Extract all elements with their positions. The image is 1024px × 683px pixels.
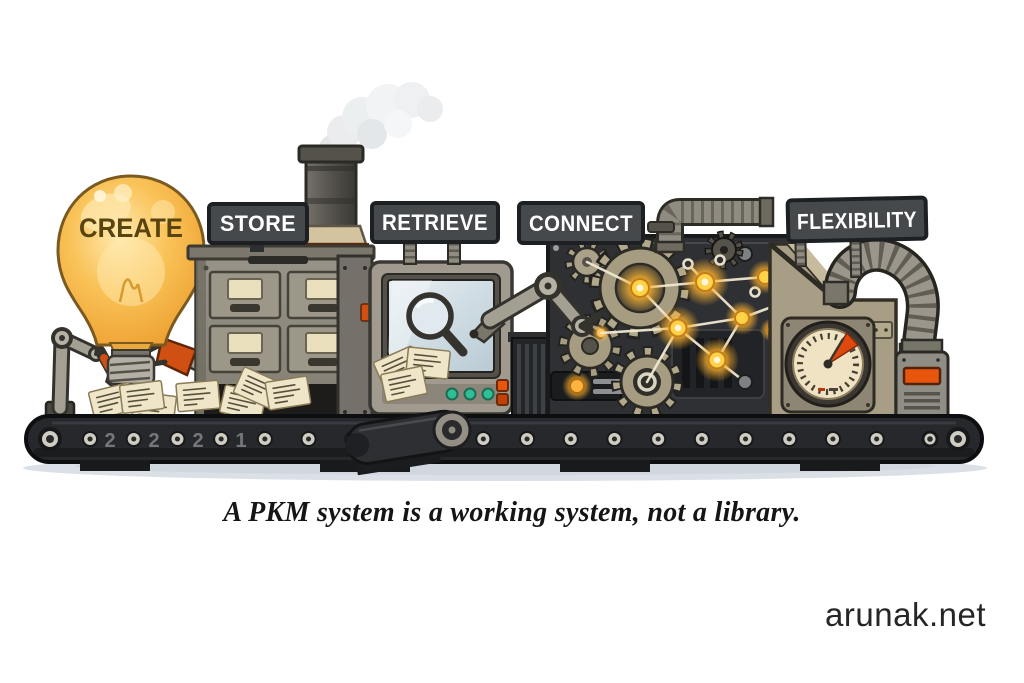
magnifier-icon — [406, 292, 468, 357]
store-label: STORE — [220, 211, 296, 236]
retrieve-label: RETRIEVE — [382, 210, 488, 235]
connect-label: CONNECT — [529, 211, 633, 236]
indicator-light — [463, 387, 477, 401]
watermark: arunak.net — [825, 596, 986, 633]
flexibility-sign: FLEXIBILITY — [785, 195, 929, 279]
caption: A PKM system is a working system, not a … — [223, 497, 801, 528]
belt-digit: 2 — [104, 430, 115, 452]
indicator-light-orange — [902, 366, 942, 386]
indicator-light — [481, 387, 495, 401]
create-label: CREATE — [79, 213, 183, 243]
smoke-icon — [319, 82, 443, 161]
indicator-light-orange — [496, 393, 509, 406]
flexibility-housing — [768, 242, 898, 430]
machine-column — [336, 254, 374, 428]
belt-digit: 2 — [148, 430, 159, 452]
drawer — [208, 270, 282, 320]
belt-digit: 1 — [235, 430, 246, 452]
retrieve-sign: RETRIEVE — [370, 201, 500, 265]
connect-sign: CONNECT — [517, 201, 645, 245]
conveyor-belt-icon: 2 2 2 1 — [24, 414, 984, 472]
indicator-light-orange — [496, 379, 509, 392]
indicator-light — [445, 387, 459, 401]
gauge-icon — [780, 316, 876, 414]
lightbulb-icon: CREATE — [56, 174, 206, 403]
pipe-icon — [647, 196, 940, 367]
flexibility-label: FLEXIBILITY — [797, 207, 917, 235]
store-sign: STORE — [207, 202, 309, 252]
robot-arm-center — [469, 272, 610, 344]
drawer — [208, 324, 282, 374]
mini-conveyor — [345, 409, 472, 476]
belt-digit: 2 — [192, 430, 203, 452]
right-unit — [894, 338, 950, 430]
